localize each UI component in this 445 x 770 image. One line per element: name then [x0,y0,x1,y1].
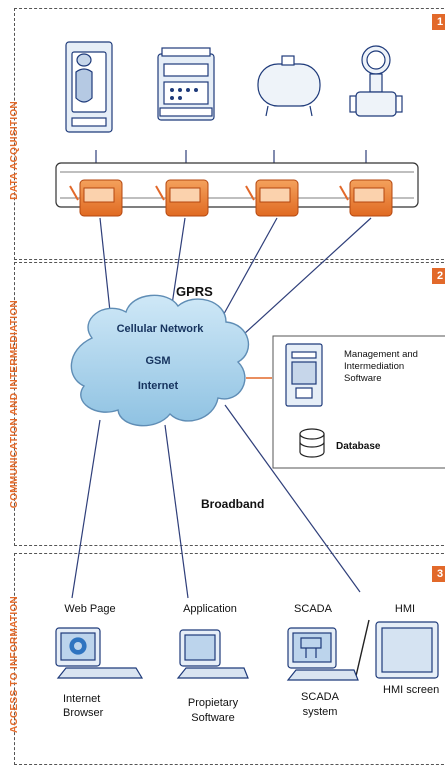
cloud-line-3: Internet [137,380,179,392]
client-hmi-top: HMI [394,603,416,615]
section-data-acquisition [14,8,445,260]
cellular-cloud [70,294,250,427]
client-app-bottom-2: Software [191,712,235,724]
rtu-2 [155,179,209,217]
monitor-application [176,629,249,679]
server-line-2: Intermediation [344,361,405,372]
cloud-line-2: GSM [145,355,171,367]
database-label: Database [336,441,381,452]
monitor-scada [286,627,359,681]
rtu-1 [69,179,123,217]
device-dispenser [65,41,113,133]
client-scada-bottom-1: SCADA [301,691,339,703]
monitor-web [55,627,144,679]
client-scada-top: SCADA [294,603,332,615]
client-web-bottom-2: Browser [63,707,104,719]
section-access [14,553,445,765]
section-badge-3: 3 [432,566,445,582]
server-line-3: Software [344,373,382,384]
database-icon [299,428,325,458]
rtu-4 [339,179,393,217]
device-controller [157,47,215,121]
hmi-cable [355,619,370,677]
device-tank [257,55,321,117]
client-web-top: Web Page [64,603,116,615]
server-line-1: Management and [344,349,418,360]
section-badge-1: 1 [432,14,445,30]
gprs-label: GPRS [176,284,213,299]
field-rail [55,162,419,208]
broadband-label: Broadband [201,497,265,511]
client-app-bottom-1: Propietary [187,697,239,709]
server-icon [285,343,323,407]
client-web-bottom-1: Internet [63,693,101,705]
device-flowmeter [349,45,403,117]
section-communication [14,262,445,546]
cloud-line-1: Cellular Network [116,323,204,335]
rtu-3 [245,179,299,217]
client-hmi-bottom-1: HMI screen [383,684,440,696]
client-scada-bottom-2: system [302,706,338,718]
client-app-top: Application [183,603,237,615]
monitor-hmi [375,621,439,679]
section-badge-2: 2 [432,268,445,284]
